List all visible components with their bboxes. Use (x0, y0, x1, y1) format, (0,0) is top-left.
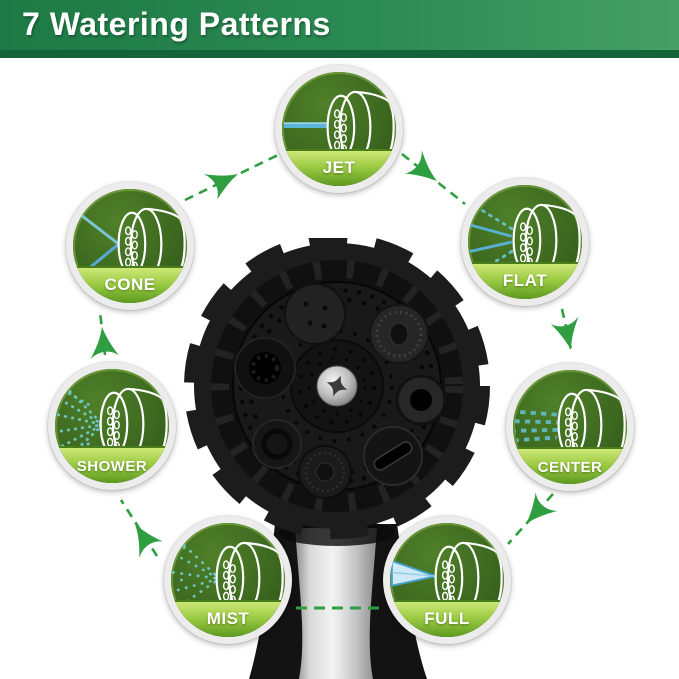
badge-band (171, 599, 285, 637)
sub-nozzle-cone-hole (395, 374, 447, 426)
sub-nozzle-holes-disc (284, 283, 346, 345)
badge-band (73, 265, 187, 303)
pattern-badge-cone: CONE (66, 182, 194, 310)
sub-nozzle-flat-slot (363, 426, 423, 486)
sub-nozzle-mist-disc (369, 304, 429, 364)
center-spray-icon (514, 388, 626, 462)
jet-spray-icon (283, 90, 395, 164)
badge-band (390, 599, 504, 637)
pattern-badge-full: FULL (383, 516, 511, 644)
badge-label-mist: MIST (206, 609, 250, 628)
pattern-badge-jet: JET (275, 65, 403, 193)
sub-nozzle-spline (234, 337, 296, 399)
header-banner: 7 Watering Patterns (0, 0, 679, 50)
nozzle-head (184, 238, 490, 539)
badge-label-shower: SHOWER (76, 458, 148, 475)
badge-label-jet: JET (322, 158, 356, 177)
nozzle-product-photo (184, 238, 490, 679)
badge-band (55, 445, 169, 483)
badge-label-center: CENTER (537, 459, 603, 476)
arrow-cone-to-jet (184, 153, 279, 202)
center-screw (316, 365, 358, 407)
badge-label-full: FULL (424, 609, 470, 628)
full-spray-icon (390, 541, 503, 615)
badge-band (468, 261, 582, 299)
handle-neck (295, 528, 377, 679)
header-underline (0, 50, 679, 58)
badge-label-flat: FLAT (502, 271, 548, 290)
pattern-badge-center: CENTER (506, 363, 634, 491)
sub-nozzle-textured-disc (298, 445, 352, 499)
sub-nozzle-ring (252, 419, 302, 469)
pattern-badge-mist: MIST (164, 516, 292, 644)
arrow-mist-to-shower (119, 499, 159, 557)
pattern-badge-flat: FLAT (461, 178, 589, 306)
pattern-badge-shower: SHOWER (48, 362, 176, 490)
page-title: 7 Watering Patterns (22, 6, 331, 42)
badge-band (282, 148, 396, 186)
arrow-jet-to-flat (401, 152, 466, 206)
arrow-flat-to-center (560, 308, 574, 355)
badge-band (513, 446, 627, 484)
arrow-shower-to-cone (98, 311, 107, 356)
badge-label-cone: CONE (104, 275, 156, 294)
arrow-center-to-full (507, 493, 554, 545)
